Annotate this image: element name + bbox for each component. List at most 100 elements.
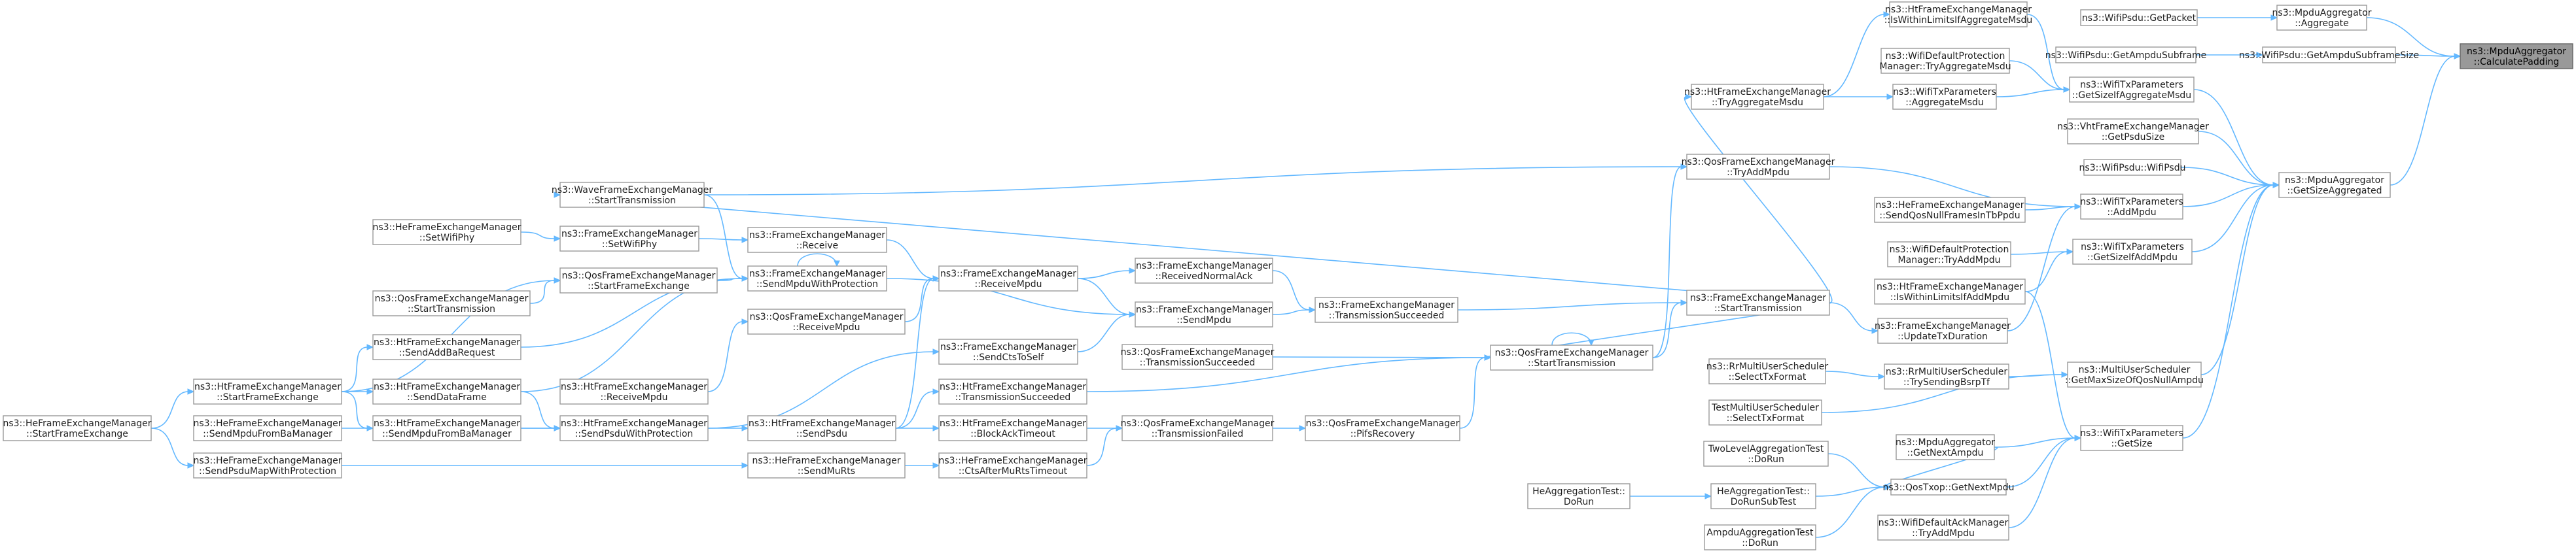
node-txp-getsize[interactable]: ns3::WifiTxParameters::GetSize xyxy=(2080,425,2183,451)
node-qostxop-getnextmpdu[interactable]: ns3::QosTxop::GetNextMpdu xyxy=(1883,479,2015,496)
edge-qos-tryaddmpdu-to-txp-addmpdu xyxy=(1829,166,2076,207)
node-txp-aggregatemsdu[interactable]: ns3::WifiTxParameters::AggregateMsdu xyxy=(1892,84,1997,110)
node-qos-tryaddmpdu[interactable]: ns3::QosFrameExchangeManager::TryAddMpdu xyxy=(1682,154,1835,180)
node-qos-pifsrecovery[interactable]: ns3::QosFrameExchangeManager::PifsRecove… xyxy=(1305,415,1460,441)
arrowhead xyxy=(741,462,749,469)
node-wdp-tryaggregatemsdu[interactable]: ns3::WifiDefaultProtectionManager::TryAg… xyxy=(1879,48,2011,74)
node-he-setwifiphy[interactable]: ns3::HeFrameExchangeManager::SetWifiPhy xyxy=(372,219,521,245)
node-ht-sendpsdu[interactable]: ns3::HtFrameExchangeManager::SendPsdu xyxy=(747,415,896,441)
node-ampduagg-dorun[interactable]: AmpduAggregationTest::DoRun xyxy=(1704,524,1816,550)
node-twolevel-dorun[interactable]: TwoLevelAggregationTest::DoRun xyxy=(1703,441,1829,467)
node-label-line: ns3::RrMultiUserScheduler xyxy=(1886,367,2007,377)
node-heagg-dorunsubtest[interactable]: HeAggregationTest::DoRunSubTest xyxy=(1710,483,1816,509)
node-label-line: ::SendPsduWithProtection xyxy=(575,429,694,439)
edge-fem-starttransmission-to-ht-tryaggregatemsdu xyxy=(1684,96,1833,303)
node-getampdusubframesize[interactable]: ns3::WifiPsdu::GetAmpduSubframeSize xyxy=(2239,46,2419,63)
node-ht-iswithinlimitsifaggmsdu[interactable]: ns3::HtFrameExchangeManager::IsWithinLim… xyxy=(1884,1,2033,27)
node-ht-startframeexchange[interactable]: ns3::HtFrameExchangeManager::StartFrameE… xyxy=(193,379,342,405)
node-rr-selecttxformat[interactable]: ns3::RrMultiUserScheduler::SelectTxForma… xyxy=(1706,358,1828,384)
node-qos-transmissionfailed[interactable]: ns3::QosFrameExchangeManager::Transmissi… xyxy=(1121,415,1275,441)
node-ht-iswithinlimitsifaddmpdu[interactable]: ns3::HtFrameExchangeManager::IsWithinLim… xyxy=(1874,278,2026,305)
arrowhead xyxy=(2063,86,2071,93)
node-fem-setwifiphy[interactable]: ns3::FrameExchangeManager::SetWifiPhy xyxy=(559,226,699,252)
node-heagg-dorun[interactable]: HeAggregationTest::DoRun xyxy=(1527,483,1631,509)
node-box xyxy=(2460,43,2573,69)
node-qos-starttransmission-old[interactable]: ns3::QosFrameExchangeManager::StartTrans… xyxy=(372,290,531,316)
node-getsizeaggregated[interactable]: ns3::MpduAggregator::GetSizeAggregated xyxy=(2278,172,2391,198)
node-he-sendmurts[interactable]: ns3::HeFrameExchangeManager::SendMuRts xyxy=(747,452,906,479)
node-ht-sendaddbarequest[interactable]: ns3::HtFrameExchangeManager::SendAddBaRe… xyxy=(372,334,521,360)
node-box xyxy=(1305,415,1460,441)
node-mus-getmaxsizeofqosnullampdu[interactable]: ns3::MultiUserScheduler::GetMaxSizeOfQos… xyxy=(2065,362,2204,388)
node-label-line: ns3::HeFrameExchangeManager xyxy=(1875,200,2024,211)
node-ht-tryaggregatemsdu[interactable]: ns3::HtFrameExchangeManager::TryAggregat… xyxy=(1684,84,1831,110)
node-label-line: ::SetWifiPhy xyxy=(419,233,474,243)
node-label-line: ::StartTransmission xyxy=(1714,303,1802,314)
node-label-line: ::GetMaxSizeOfQosNullAmpdu xyxy=(2065,375,2204,386)
node-label-line: ns3::HtFrameExchangeManager xyxy=(1885,5,2032,15)
node-fem-sendmpduwithprotection[interactable]: ns3::FrameExchangeManager::SendMpduWithP… xyxy=(747,265,887,292)
edge-fem-receivednormalack-to-fem-transmissionsucceeded xyxy=(1272,270,1311,311)
edge-wave-starttransmission-to-fem-sendmpduwithprotection xyxy=(703,194,743,279)
node-box xyxy=(1887,241,2011,267)
node-wdam-tryaddmpdu[interactable]: ns3::WifiDefaultAckManager::TryAddMpdu xyxy=(1877,515,2009,541)
node-getpacket[interactable]: ns3::WifiPsdu::GetPacket xyxy=(2080,9,2198,26)
edge-qos-receivempdu-to-fem-receivempdu xyxy=(904,278,934,322)
node-label-line: ::SendQosNullFramesInTbPpdu xyxy=(1879,211,2020,221)
node-fem-receivednormalack[interactable]: ns3::FrameExchangeManager::ReceivedNorma… xyxy=(1135,258,1273,284)
node-wave-starttransmission[interactable]: ns3::WaveFrameExchangeManager::StartTran… xyxy=(552,182,713,208)
edge-txp-addmpdu-to-getsizeaggregated xyxy=(2182,184,2274,207)
node-label-line: ns3::QosTxop::GetNextMpdu xyxy=(1883,482,2015,493)
edge-qostxop-getnextmpdu-to-txp-getsize xyxy=(2005,437,2076,488)
node-rr-trysendingbsrptf[interactable]: ns3::RrMultiUserScheduler::TrySendingBsr… xyxy=(1884,363,2009,390)
node-fem-receive[interactable]: ns3::FrameExchangeManager::Receive xyxy=(747,227,887,253)
node-he-sendpsdumapwithprotection[interactable]: ns3::HeFrameExchangeManager::SendPsduMap… xyxy=(193,452,342,479)
edge-getampdusubframesize-to-root xyxy=(2395,54,2456,57)
node-he-ctsaftermurtstimeout[interactable]: ns3::HeFrameExchangeManager::CtsAfterMuR… xyxy=(938,452,1087,479)
node-label-line: ns3::FrameExchangeManager xyxy=(1690,293,1826,303)
node-label-line: ::GetSizeIfAggregateMsdu xyxy=(2072,90,2191,101)
node-ht-receivempdu[interactable]: ns3::HtFrameExchangeManager::ReceiveMpdu xyxy=(559,379,709,405)
node-txp-addmpdu[interactable]: ns3::WifiTxParameters::AddMpdu xyxy=(2080,194,2183,220)
edge-ht-startframeexchange-to-ht-sendaddbarequest xyxy=(341,346,368,392)
node-root[interactable]: ns3::MpduAggregator::CalculatePadding xyxy=(2460,43,2573,69)
node-ht-transmissionsucceeded[interactable]: ns3::HtFrameExchangeManager::Transmissio… xyxy=(938,379,1087,405)
node-qos-receivempdu[interactable]: ns3::QosFrameExchangeManager::ReceiveMpd… xyxy=(747,309,906,335)
node-box xyxy=(747,309,906,335)
node-wdp-tryaddmpdu[interactable]: ns3::WifiDefaultProtectionManager::TryAd… xyxy=(1887,241,2011,267)
node-qos-transmissionsucceeded[interactable]: ns3::QosFrameExchangeManager::Transmissi… xyxy=(1121,344,1275,370)
node-label-line: ns3::WaveFrameExchangeManager xyxy=(552,185,713,195)
node-fem-sendctstoself[interactable]: ns3::FrameExchangeManager::SendCtsToSelf xyxy=(938,339,1078,365)
node-ht-sendpsduwithprotection[interactable]: ns3::HtFrameExchangeManager::SendPsduWit… xyxy=(559,415,709,441)
arrowhead xyxy=(2272,182,2280,188)
node-ht-sendmpdufrombamanager[interactable]: ns3::HtFrameExchangeManager::SendMpduFro… xyxy=(372,415,521,441)
node-qos-starttransmission[interactable]: ns3::QosFrameExchangeManager::StartTrans… xyxy=(1490,345,1653,371)
node-fem-sendmpdu[interactable]: ns3::FrameExchangeManager::SendMpdu xyxy=(1135,301,1273,328)
node-label-line: TestMultiUserScheduler xyxy=(1711,403,1819,413)
node-box xyxy=(2067,362,2202,388)
node-fem-receivempdu[interactable]: ns3::FrameExchangeManager::ReceiveMpdu xyxy=(938,265,1078,292)
node-aggregate[interactable]: ns3::MpduAggregator::Aggregate xyxy=(2272,5,2372,31)
node-label-line: ::SendPsduMapWithProtection xyxy=(199,466,336,477)
node-mpduagg-getnextampdu[interactable]: ns3::MpduAggregator::GetNextAmpdu xyxy=(1896,434,1995,460)
node-fem-starttransmission[interactable]: ns3::FrameExchangeManager::StartTransmis… xyxy=(1686,290,1830,316)
node-vht-getpsdusize[interactable]: ns3::VhtFrameExchangeManager::GetPsduSiz… xyxy=(2057,118,2209,144)
node-label-line: ::IsWithinLimitsIfAddMpdu xyxy=(1890,292,2009,303)
arrowhead xyxy=(366,388,374,395)
node-txp-getsizeifaggmsdu[interactable]: ns3::WifiTxParameters::GetSizeIfAggregat… xyxy=(2069,76,2195,103)
node-he-startframeexchange[interactable]: ns3::HeFrameExchangeManager::StartFrameE… xyxy=(3,415,152,441)
node-wifipsdu-ctor[interactable]: ns3::WifiPsdu::WifiPsdu xyxy=(2079,159,2186,176)
node-he-sendqosnullframesintbppdu[interactable]: ns3::HeFrameExchangeManager::SendQosNull… xyxy=(1874,197,2026,223)
node-txp-getsizeifaddmpdu[interactable]: ns3::WifiTxParameters::GetSizeIfAddMpdu xyxy=(2072,239,2193,265)
edge-wdp-tryaggregatemsdu-to-txp-getsizeifaggmsdu xyxy=(2009,60,2065,90)
node-he-sendmpdufrombamanager[interactable]: ns3::HeFrameExchangeManager::SendMpduFro… xyxy=(193,415,342,441)
node-test-selecttxformat[interactable]: TestMultiUserScheduler::SelectTxFormat xyxy=(1708,399,1822,426)
arrowhead xyxy=(741,237,749,243)
edge-mpduagg-getnextampdu-to-txp-getsize xyxy=(1994,437,2076,448)
node-fem-updatetxduration[interactable]: ns3::FrameExchangeManager::UpdateTxDurat… xyxy=(1875,318,2011,344)
node-fem-transmissionsucceeded[interactable]: ns3::FrameExchangeManager::TransmissionS… xyxy=(1314,297,1458,323)
node-ht-blockacktimeout[interactable]: ns3::HtFrameExchangeManager::BlockAckTim… xyxy=(938,415,1087,441)
node-qos-startframeexchange[interactable]: ns3::QosFrameExchangeManager::StartFrame… xyxy=(559,267,718,294)
node-getampdusubframe[interactable]: ns3::WifiPsdu::GetAmpduSubframe xyxy=(2045,46,2206,63)
node-ht-senddataframe[interactable]: ns3::HtFrameExchangeManager::SendDataFra… xyxy=(372,379,521,405)
